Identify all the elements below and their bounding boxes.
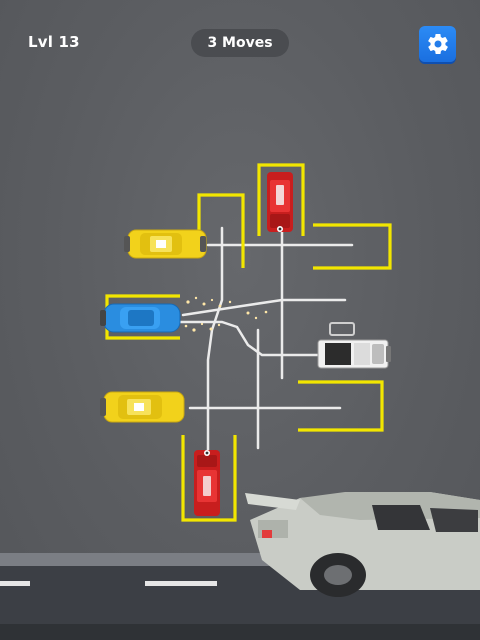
parking-spot-bottom xyxy=(181,435,237,522)
parking-spots xyxy=(105,163,392,522)
road-edge xyxy=(0,624,480,640)
blue-car[interactable] xyxy=(100,303,181,333)
sports-car-decor xyxy=(245,492,480,597)
level-label: Lvl 13 xyxy=(28,33,80,51)
path-line[interactable] xyxy=(181,298,347,317)
parking-spot-upper-left xyxy=(197,193,245,268)
path-line[interactable] xyxy=(206,226,224,454)
red-car-top[interactable] xyxy=(267,172,293,232)
parking-spot-top xyxy=(257,163,305,236)
settings-button[interactable] xyxy=(419,26,456,62)
parking-spot-right xyxy=(298,380,384,432)
taxi-car-lower[interactable] xyxy=(100,391,185,423)
sparkle-trail xyxy=(184,296,268,332)
white-truck[interactable] xyxy=(317,322,391,369)
moves-counter: 3 Moves xyxy=(191,29,289,57)
taxi-car-upper[interactable] xyxy=(124,229,207,259)
path-line[interactable] xyxy=(178,320,322,357)
red-car-bottom[interactable] xyxy=(194,450,220,516)
parking-spot-upper-right xyxy=(313,223,392,270)
gear-icon xyxy=(426,32,450,56)
road-lane-mark xyxy=(145,581,217,586)
road-lane-mark xyxy=(0,581,30,586)
